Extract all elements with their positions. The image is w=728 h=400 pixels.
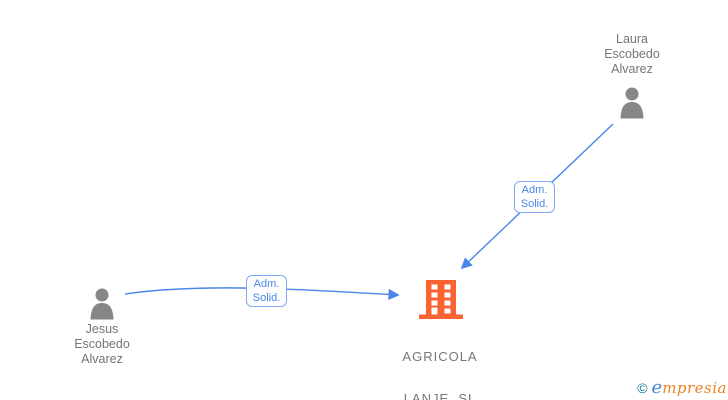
brand-rest: mpresia	[662, 379, 727, 397]
edge-label-adm-solid-left: Adm. Solid.	[246, 275, 287, 307]
edge-label-line: Adm.	[521, 184, 548, 196]
name-line: Alvarez	[81, 352, 123, 366]
edge-label-line: Solid.	[520, 198, 549, 210]
name-line: Laura	[616, 32, 648, 46]
edge-label-adm-solid-right: Adm. Solid.	[514, 181, 555, 213]
node-label-laura[interactable]: Laura Escobedo Alvarez	[572, 32, 692, 77]
company-name-line: AGRICOLA	[402, 349, 478, 364]
copyright-icon: ©	[637, 380, 648, 396]
person-icon-laura[interactable]	[620, 87, 644, 119]
name-line: Jesus	[85, 322, 119, 336]
name-line: Escobedo	[74, 337, 130, 351]
company-name-line: LANJE SL	[403, 391, 477, 400]
name-line: Alvarez	[611, 62, 653, 76]
company-building-icon[interactable]	[419, 280, 463, 319]
edge-label-line: Solid.	[252, 292, 281, 304]
brand-initial: e	[651, 377, 663, 398]
brand-wordmark: empresia	[652, 377, 727, 398]
empresia-logo[interactable]: © empresia	[637, 377, 727, 398]
node-label-company[interactable]: AGRICOLA LANJE SL	[370, 322, 510, 400]
person-icon-jesus[interactable]	[90, 288, 114, 320]
edge-label-line: Adm.	[253, 278, 280, 290]
name-line: Escobedo	[604, 47, 660, 61]
node-label-jesus[interactable]: Jesus Escobedo Alvarez	[42, 322, 162, 367]
